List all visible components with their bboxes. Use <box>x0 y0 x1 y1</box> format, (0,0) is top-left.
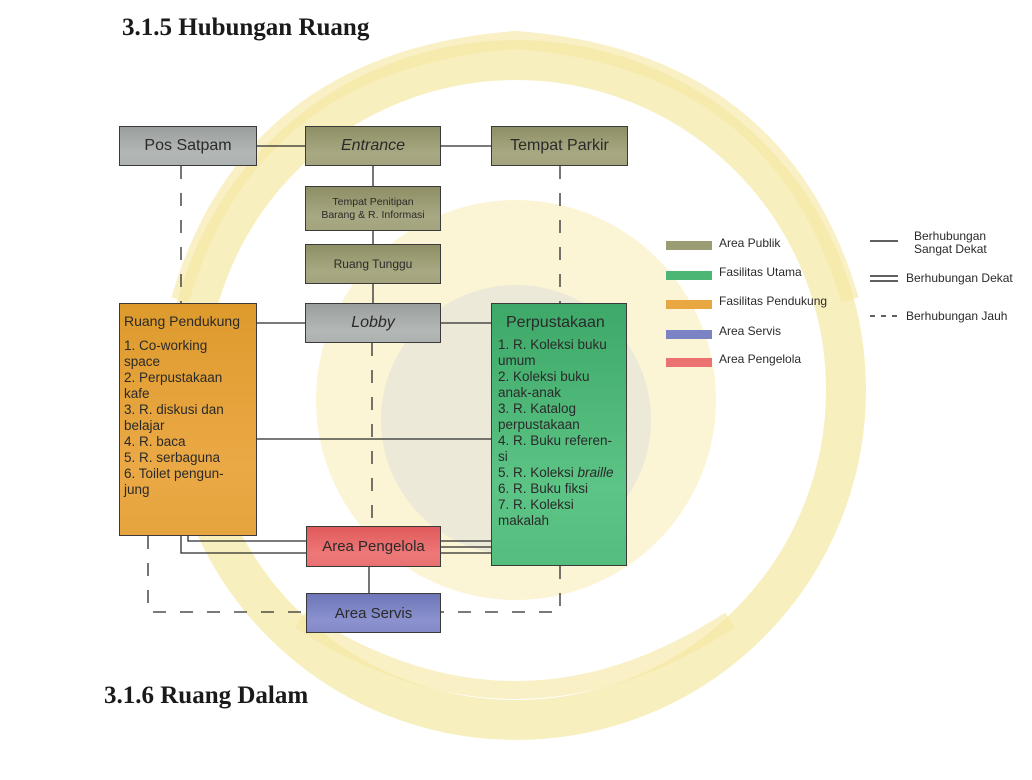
list-item: umum <box>498 353 536 368</box>
list-item: makalah <box>498 513 550 528</box>
node-ruang-tunggu: Ruang Tunggu <box>305 244 441 284</box>
list-item: kafe <box>124 386 150 401</box>
legend-sangat-dekat-line1: Berhubungan <box>914 229 987 243</box>
legend-label-fasilitas-pendukung: Fasilitas Pendukung <box>719 294 828 308</box>
node-tempat-parkir-label: Tempat Parkir <box>510 137 609 154</box>
legend-label-jauh: Berhubungan Jauh <box>906 309 1008 323</box>
node-area-pengelola: Area Pengelola <box>306 526 441 567</box>
list-item: 1. R. Koleksi buku <box>498 337 607 352</box>
list-item: 4. R. Buku referen- <box>498 433 613 448</box>
node-tempat-parkir: Tempat Parkir <box>491 126 628 166</box>
node-pos-satpam: Pos Satpam <box>119 126 257 166</box>
list-item: 3. R. Katalog <box>498 401 577 416</box>
legend-swatch-area-servis <box>666 330 712 339</box>
list-item: anak-anak <box>498 385 562 400</box>
node-entrance: Entrance <box>305 126 441 166</box>
node-penitipan-line2: Barang & R. Informasi <box>321 208 425 221</box>
list-item: 5. R. Koleksi braille <box>498 465 614 481</box>
list-item: jung <box>124 482 150 497</box>
node-area-pengelola-label: Area Pengelola <box>322 538 425 555</box>
legend-label-area-publik: Area Publik <box>719 236 781 250</box>
legend-swatch-fasilitas-utama <box>666 271 712 280</box>
list-item: belajar <box>124 418 165 433</box>
section-heading-hubungan-ruang: 3.1.5 Hubungan Ruang <box>122 14 370 41</box>
node-ruang-tunggu-label: Ruang Tunggu <box>333 257 413 271</box>
section-heading-ruang-dalam: 3.1.6 Ruang Dalam <box>104 682 309 709</box>
item5-italic: braille <box>577 465 614 480</box>
ruang-pendukung-title: Ruang Pendukung <box>124 313 240 329</box>
list-item: 5. R. serbaguna <box>124 450 221 465</box>
node-tempat-penitipan: Tempat Penitipan Barang & R. Informasi <box>305 186 441 231</box>
list-item: 4. R. baca <box>124 434 186 449</box>
list-item: 7. R. Koleksi <box>498 497 574 512</box>
node-perpustakaan: Perpustakaan 1. R. Koleksi buku umum 2. … <box>491 303 627 566</box>
list-item: perpustakaan <box>498 417 580 432</box>
list-item: 6. R. Buku fiksi <box>498 481 589 496</box>
list-item: 2. Koleksi buku <box>498 369 590 384</box>
list-item: 1. Co-working <box>124 338 208 353</box>
node-lobby: Lobby <box>305 303 441 343</box>
node-lobby-label: Lobby <box>351 314 395 331</box>
item5-prefix: 5. R. Koleksi <box>498 465 578 480</box>
list-item: space <box>124 354 161 369</box>
node-area-servis-label: Area Servis <box>334 604 413 622</box>
list-item: 3. R. diskusi dan <box>124 402 224 417</box>
list-item: 2. Perpustakaan <box>124 370 223 385</box>
list-item: 6. Toilet pengun- <box>124 466 224 481</box>
legend-label-dekat: Berhubungan Dekat <box>906 271 1013 285</box>
legend-label-fasilitas-utama: Fasilitas Utama <box>719 265 802 279</box>
perpustakaan-title: Perpustakaan <box>506 314 605 331</box>
legend-label-sangat-dekat: Berhubungan Sangat Dekat <box>914 230 987 256</box>
legend-sangat-dekat-line2: Sangat Dekat <box>914 242 987 256</box>
node-entrance-label: Entrance <box>340 137 406 154</box>
node-area-servis: Area Servis <box>306 593 441 633</box>
legend-swatch-fasilitas-pendukung <box>666 300 712 309</box>
legend-label-area-pengelola: Area Pengelola <box>719 352 802 366</box>
legend-swatch-area-publik <box>666 241 712 250</box>
node-penitipan-line1: Tempat Penitipan <box>332 195 414 208</box>
legend-swatch-area-pengelola <box>666 358 712 367</box>
node-pos-satpam-label: Pos Satpam <box>144 137 232 154</box>
legend-label-area-servis: Area Servis <box>719 324 782 338</box>
list-item: si <box>498 449 508 464</box>
node-ruang-pendukung: Ruang Pendukung 1. Co-working space 2. P… <box>119 303 257 536</box>
